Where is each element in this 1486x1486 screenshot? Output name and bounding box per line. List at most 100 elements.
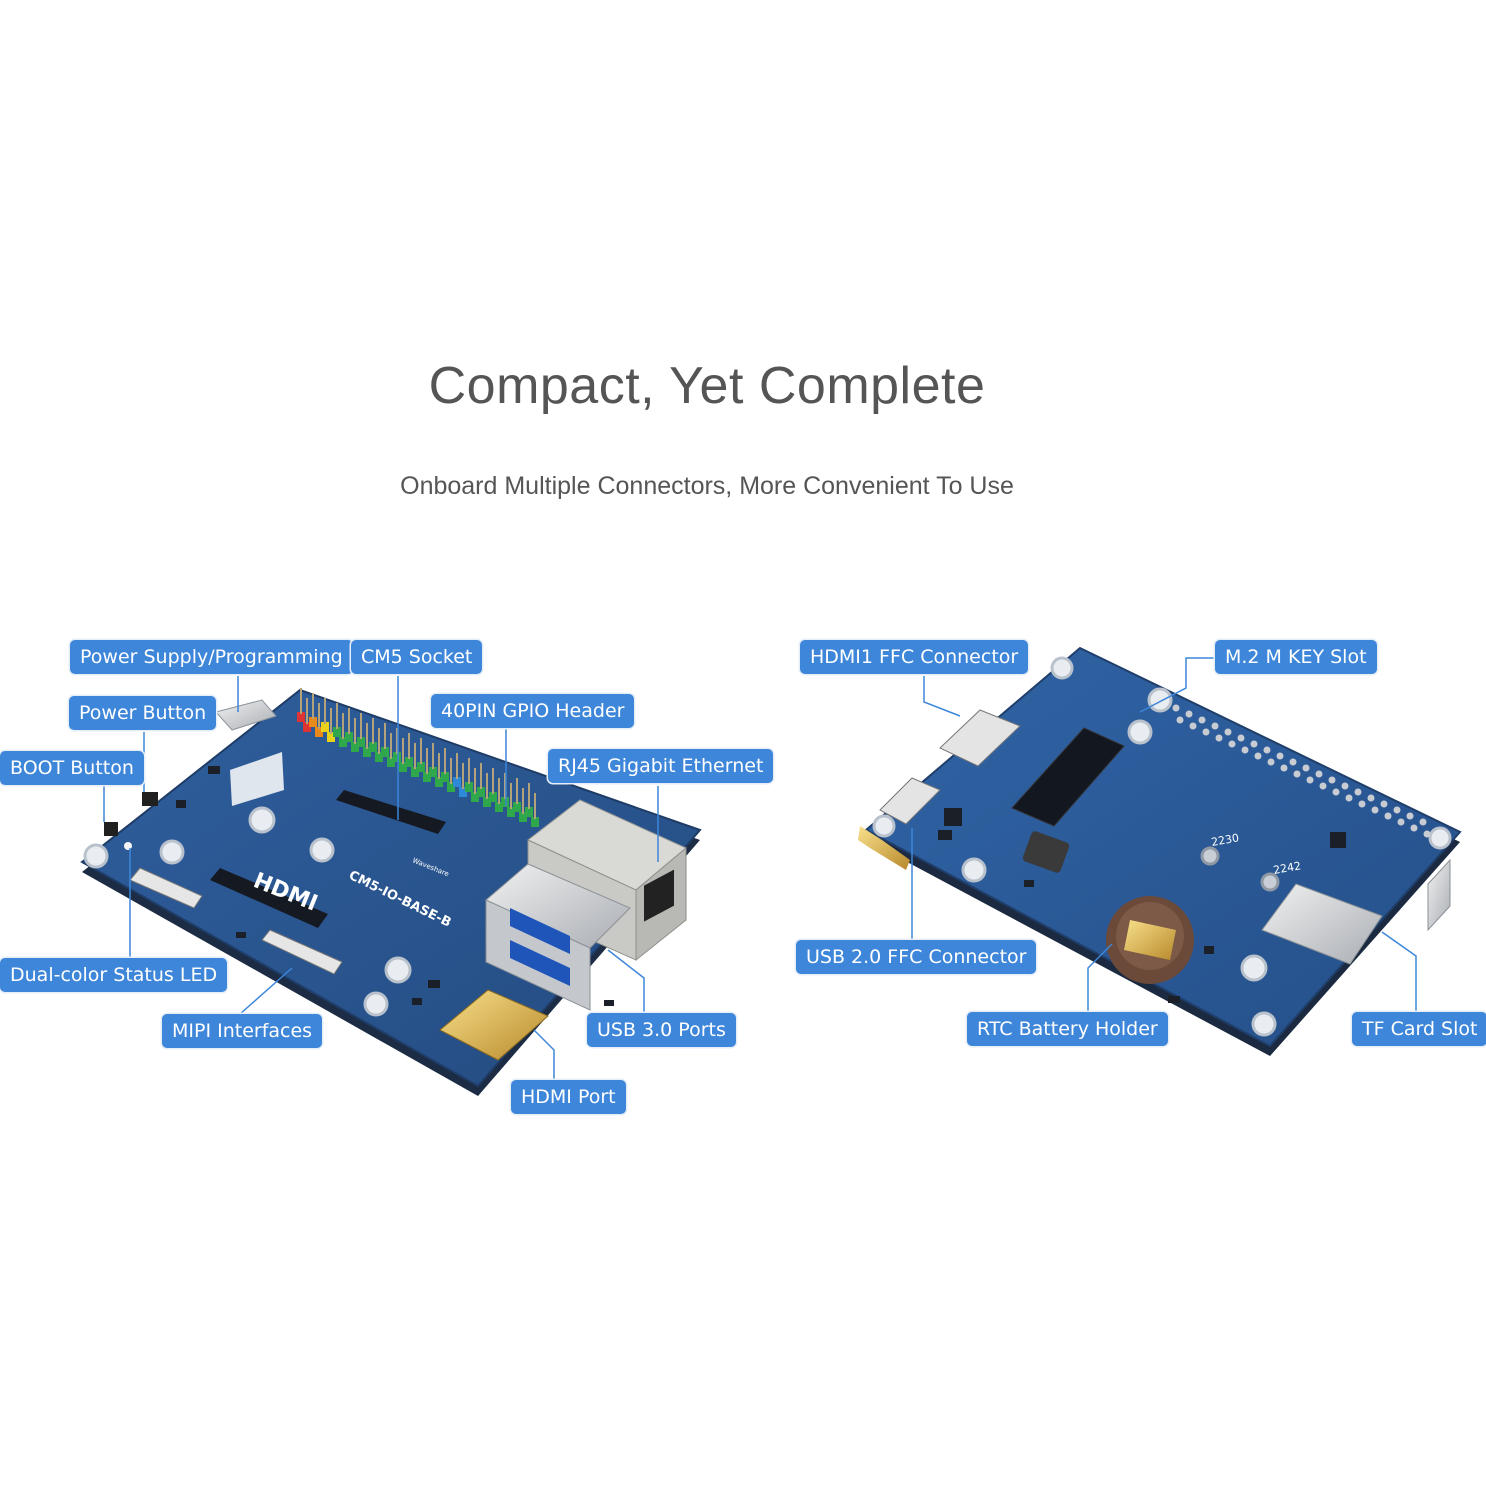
gpio-pin-base bbox=[471, 792, 479, 802]
gpio-hole bbox=[1241, 746, 1249, 754]
gpio-pin-base bbox=[435, 777, 443, 787]
label-power-button: Power Button bbox=[69, 696, 217, 730]
gpio-hole bbox=[1267, 758, 1275, 766]
label-usb2-ffc-connector: USB 2.0 FFC Connector bbox=[796, 940, 1037, 974]
gpio-hole bbox=[1319, 782, 1327, 790]
mounting-hole bbox=[1200, 846, 1220, 866]
gpio-pin-base bbox=[489, 792, 497, 802]
gpio-pin-base bbox=[387, 757, 395, 767]
gpio-hole bbox=[1172, 704, 1180, 712]
gpio-hole bbox=[1185, 710, 1193, 718]
ffc-connector bbox=[129, 867, 203, 909]
leader-lines bbox=[103, 657, 1417, 1080]
gpio-hole bbox=[1354, 788, 1362, 796]
gpio-hole bbox=[1189, 722, 1197, 730]
gpio-pin-base bbox=[351, 742, 359, 752]
gpio-hole bbox=[1224, 728, 1232, 736]
mark-2230: 2230 bbox=[1210, 831, 1240, 849]
cm5-connector bbox=[336, 790, 446, 834]
gpio-hole bbox=[1293, 770, 1301, 778]
gpio-hole bbox=[1228, 740, 1236, 748]
gpio-hole bbox=[1280, 764, 1288, 772]
gpio-pin-base bbox=[477, 787, 485, 797]
gpio-pin-base bbox=[513, 802, 521, 812]
mounting-hole bbox=[1251, 1011, 1277, 1037]
gpio-pin-base bbox=[405, 757, 413, 767]
gpio-hole bbox=[1367, 794, 1375, 802]
gpio-hole bbox=[1211, 722, 1219, 730]
mounting-hole bbox=[872, 814, 896, 838]
gpio-hole bbox=[1250, 740, 1258, 748]
right-board: 2230 2242 bbox=[858, 646, 1462, 1056]
gpio-pin-base bbox=[297, 712, 305, 722]
gpio-pin-base bbox=[357, 737, 365, 747]
power-button-part bbox=[142, 792, 158, 806]
label-m2-m-key-slot: M.2 M KEY Slot bbox=[1215, 640, 1377, 674]
page-title: Compact, Yet Complete bbox=[428, 357, 986, 415]
gpio-hole bbox=[1410, 824, 1418, 832]
gpio-hole bbox=[1198, 716, 1206, 724]
gpio-pin-base bbox=[309, 717, 317, 727]
usb-c-port bbox=[1427, 858, 1451, 932]
gpio-hole bbox=[1332, 788, 1340, 796]
gpio-pin-base bbox=[501, 797, 509, 807]
gpio-hole bbox=[1341, 782, 1349, 790]
mounting-hole bbox=[363, 991, 389, 1017]
gpio-holes bbox=[1172, 704, 1431, 838]
label-gpio-header: 40PIN GPIO Header bbox=[431, 694, 635, 728]
gpio-hole bbox=[1254, 752, 1262, 760]
gold-edge bbox=[858, 826, 910, 870]
mounting-hole bbox=[159, 839, 185, 865]
left-board: HDMI CM5-IO-BASE-B Waveshare bbox=[80, 688, 702, 1096]
label-mipi-interfaces: MIPI Interfaces bbox=[162, 1014, 323, 1048]
gpio-header bbox=[297, 688, 539, 827]
tf-slot-part bbox=[1261, 883, 1383, 965]
usb-c-port bbox=[215, 699, 277, 731]
gpio-hole bbox=[1328, 776, 1336, 784]
label-boot-button: BOOT Button bbox=[0, 751, 144, 785]
rtc-holder bbox=[1106, 896, 1194, 984]
hdmi1-ffc-part bbox=[939, 709, 1021, 767]
gpio-hole bbox=[1263, 746, 1271, 754]
gpio-pin-base bbox=[423, 772, 431, 782]
mounting-hole bbox=[1127, 719, 1153, 745]
gpio-pin-base bbox=[369, 742, 377, 752]
mounting-hole bbox=[248, 806, 276, 834]
gpio-hole bbox=[1315, 770, 1323, 778]
mounting-hole bbox=[1428, 826, 1452, 850]
gpio-pin-base bbox=[315, 727, 323, 737]
gpio-pin-base bbox=[525, 807, 533, 817]
label-power-supply-programming: Power Supply/Programming bbox=[70, 640, 353, 674]
gpio-hole bbox=[1237, 734, 1245, 742]
gpio-hole bbox=[1419, 818, 1427, 826]
gpio-hole bbox=[1302, 764, 1310, 772]
gpio-hole bbox=[1371, 806, 1379, 814]
gpio-pin-base bbox=[531, 817, 539, 827]
usb3-ports bbox=[485, 863, 631, 1011]
mounting-hole bbox=[309, 837, 335, 863]
label-hdmi-port: HDMI Port bbox=[511, 1080, 626, 1114]
gpio-pin-base bbox=[429, 767, 437, 777]
mounting-hole bbox=[961, 857, 987, 883]
mounting-hole bbox=[1260, 872, 1280, 892]
gpio-hole bbox=[1289, 758, 1297, 766]
gpio-pin-base bbox=[519, 812, 527, 822]
gpio-pin-base bbox=[327, 732, 335, 742]
gpio-hole bbox=[1202, 728, 1210, 736]
gpio-pin-base bbox=[483, 797, 491, 807]
gpio-pin-base bbox=[441, 772, 449, 782]
gpio-hole bbox=[1276, 752, 1284, 760]
mounting-hole bbox=[1050, 656, 1074, 680]
mounting-hole bbox=[1147, 687, 1173, 713]
gpio-hole bbox=[1358, 800, 1366, 808]
mounting-hole bbox=[1240, 954, 1268, 982]
gpio-pin-base bbox=[507, 807, 515, 817]
gpio-pin-base bbox=[447, 782, 455, 792]
gpio-pin-base bbox=[459, 787, 467, 797]
mounting-hole bbox=[83, 843, 109, 869]
label-rj45-gigabit-ethernet: RJ45 Gigabit Ethernet bbox=[548, 749, 774, 783]
gpio-hole bbox=[1380, 800, 1388, 808]
label-rtc-battery-holder: RTC Battery Holder bbox=[967, 1012, 1168, 1046]
gpio-pin-base bbox=[393, 752, 401, 762]
gpio-hole bbox=[1384, 812, 1392, 820]
